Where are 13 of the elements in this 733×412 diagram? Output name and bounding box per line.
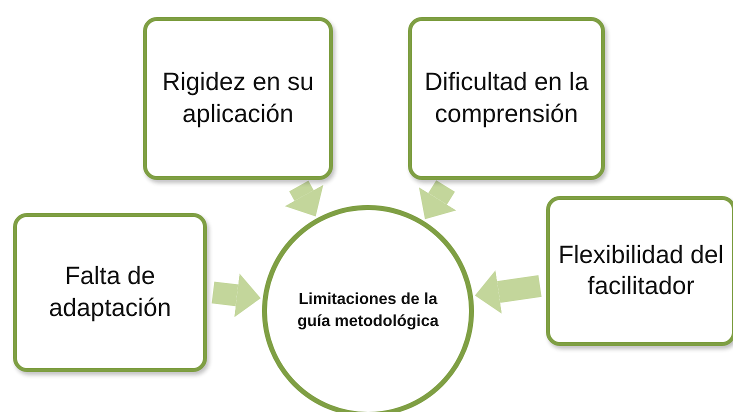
- node-text: Dificultad en la comprensión: [424, 67, 590, 130]
- block-arrow: [474, 270, 542, 314]
- block-arrow: [418, 180, 456, 220]
- topic-box: [546, 196, 733, 346]
- node-text: Rigidez en su aplicación: [161, 67, 315, 130]
- topic-box: [408, 17, 605, 180]
- topic-box: [143, 17, 333, 180]
- block-arrow: [212, 274, 261, 318]
- node-text: Falta de adaptación: [48, 261, 172, 324]
- node-text: Limitaciones de la guía metodológica: [297, 290, 439, 332]
- node-text: Flexibilidad del facilitador: [557, 240, 725, 302]
- topic-box: [13, 213, 207, 372]
- block-arrow: [284, 180, 324, 217]
